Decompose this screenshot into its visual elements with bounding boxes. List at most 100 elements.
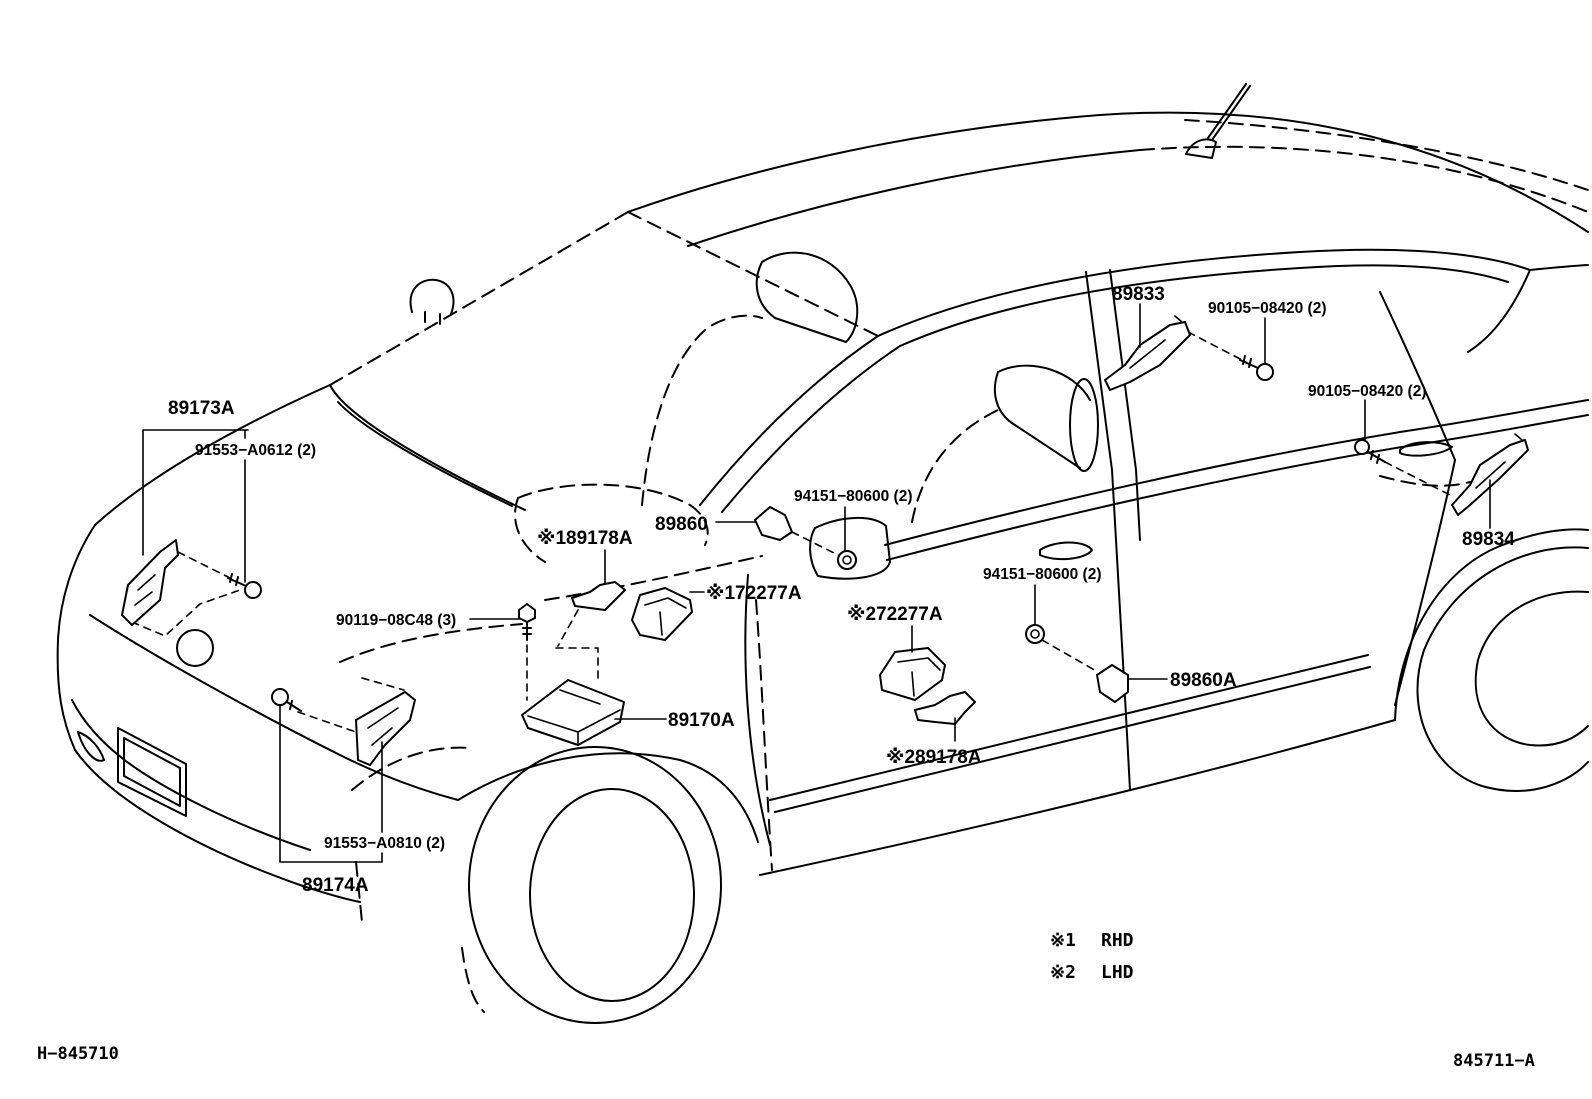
sensor-89833[interactable] [1104,321,1191,391]
bolt-90119-08c48[interactable] [518,603,536,623]
window-frame-inner-top [899,264,1509,347]
roof-far-edge-2 [1184,119,1589,191]
sensor-89174a-detail [367,707,399,746]
front-tire-outer [468,746,722,1024]
legend-text-lhd: LHD [1101,962,1134,983]
sensor-89834[interactable] [1451,439,1529,516]
label-91553-a0810[interactable]: 91553−A0810 (2) [324,835,445,852]
far-wheel-arch [351,746,471,791]
bolt-90105-08420-lower-head[interactable] [1354,439,1370,455]
bolt-91553-a0810-head[interactable] [271,688,289,706]
windshield-cowl [329,384,526,511]
label-172277a[interactable]: ※172277A [706,583,802,604]
label-189178a[interactable]: ※189178A [537,528,633,549]
sensor-89860a[interactable] [1096,664,1129,703]
label-94151-80600-lower[interactable]: 94151−80600 (2) [983,566,1102,583]
legend-text-rhd: RHD [1101,930,1134,951]
c-pillar [1379,291,1456,461]
sensor-189178a[interactable] [571,581,626,611]
front-lower-hidden [355,861,363,923]
bolt-90105-08420-upper-head[interactable] [1256,363,1274,381]
rear-tire-inner [1474,590,1589,747]
a-pillar-hidden [755,599,773,871]
dashboard-outline-left [514,497,546,563]
parts [121,315,1529,766]
bolt-90105-08420-lower-shaft [1367,450,1386,464]
ecu-89170a-detail [527,689,621,746]
label-90119-08c48[interactable]: 90119−08C48 (3) [336,612,456,629]
figure-code-left: H−845710 [37,1044,119,1064]
rear-quarter-window-edge [1467,269,1531,353]
callout-labels: 89173A 91553−A0612 (2) ※189178A 89860 94… [168,284,1515,896]
label-90105-08420-lower[interactable]: 90105−08420 (2) [1308,383,1427,400]
sensor-89860[interactable] [754,506,793,541]
label-272277a[interactable]: ※272277A [847,604,943,625]
bolt-90119-08c48-shaft [522,621,532,641]
roof-outline [627,111,1589,233]
legend: ※1 RHD ※2 LHD [1050,930,1134,983]
passenger-seat-hidden [911,409,999,523]
bolt-91553-a0810-shaft [286,700,302,712]
bolt-90105-08420-upper-shaft [1239,355,1259,369]
sensor-89173a[interactable] [121,539,179,626]
label-89170a[interactable]: 89170A [668,710,735,731]
label-89860[interactable]: 89860 [655,514,708,535]
license-plate-outer [117,727,187,817]
cowl-hidden-line [544,555,763,601]
sensor-172277a[interactable] [631,587,693,641]
fog-light [77,731,105,762]
b-pillar-rear [1109,269,1141,541]
label-90105-08420-upper[interactable]: 90105−08420 (2) [1208,300,1327,317]
headlight-circle [176,629,214,667]
center-door-gap [1111,469,1131,791]
nut-94151-80600-upper[interactable] [837,550,857,570]
bolt-91553-a0612-head[interactable] [244,581,262,599]
label-89174a[interactable]: 89174A [302,875,369,896]
body-bottom-line [759,719,1396,876]
label-289178a[interactable]: ※289178A [886,747,982,768]
label-89833[interactable]: 89833 [1112,284,1165,305]
legend-mark-1: ※1 [1050,930,1076,951]
window-frame-top [877,248,1531,337]
sensor-89834-detail [1475,433,1523,489]
nut-94151-80600-upper-hole [842,555,852,565]
sensor-289178a[interactable] [914,691,976,725]
front-grille-line [71,699,311,851]
label-89173a[interactable]: 89173A [168,398,235,419]
sensor-89174a[interactable] [355,691,416,766]
link-89833-bolt [1187,331,1247,363]
leader-89174a-bracket [279,704,383,863]
b-pillar-front [1085,271,1113,471]
link-89860a-nut [1041,639,1099,673]
hood-left-edge [94,384,331,526]
driver-headrest [409,278,455,325]
nut-94151-80600-lower[interactable] [1025,624,1045,644]
dashboard-outline [517,483,709,546]
label-91553-a0612[interactable]: 91553−A0612 (2) [195,442,316,459]
a-pillar-inner [721,345,901,513]
sensor-172277a-detail [644,597,687,636]
windshield-cowl-inner [337,401,513,507]
link-89173a-bolt-upper [177,551,231,579]
roof-far-edge [1139,145,1589,213]
label-89834[interactable]: 89834 [1462,529,1515,550]
link-189178a-ecu [557,609,579,647]
beltline-upper [884,399,1589,546]
license-plate-inner [123,737,181,807]
label-89860a[interactable]: 89860A [1170,670,1237,691]
label-94151-80600-upper[interactable]: 94151−80600 (2) [794,488,913,505]
front-door-handle [1039,541,1093,561]
passenger-seat-back [993,364,1091,469]
rear-roof-edge [1529,264,1589,271]
beltline-lower [886,414,1589,561]
antenna-base [1185,138,1217,159]
rear-tire-outer [1416,546,1589,792]
antenna-mast [1207,83,1251,141]
front-tire-inner [529,788,695,1002]
rear-hidden-line [1379,475,1471,487]
rear-headrest [755,251,859,343]
bolt-91553-a0612-shaft [227,573,247,587]
front-tire-hidden [461,947,485,1013]
ecu-89170a[interactable] [521,679,625,746]
